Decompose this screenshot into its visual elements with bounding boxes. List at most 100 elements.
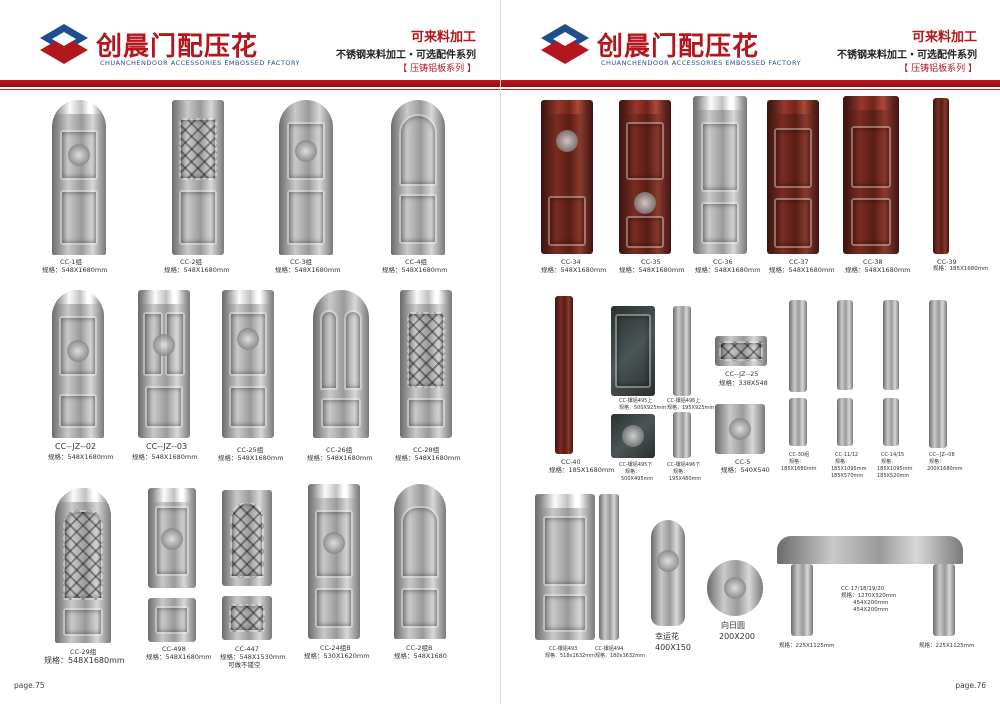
brand-name-en: CHUANCHENDOOR ACCESSORIES EMBOSSED FACTO… (601, 59, 802, 67)
door-image (693, 96, 747, 254)
product-code: CC-25组 (237, 446, 264, 454)
pillar-image (837, 398, 853, 446)
frame-lintel-image (777, 536, 963, 564)
product-spec: 规格：548X1680mm (845, 266, 911, 274)
product-code: 向日圆 (721, 621, 745, 630)
product-code: CC-镶铝496上 (667, 398, 701, 404)
product-code: 幸运花 (655, 632, 679, 641)
product-spec: 规格：548X1530mm (220, 653, 286, 661)
product-code: CC-14/15 (881, 452, 905, 458)
door-panel-image (222, 596, 272, 640)
product-spec: 规格：548X1680mm (146, 653, 212, 661)
panel-image (673, 306, 691, 396)
panel-image (611, 414, 655, 458)
product-spec: 规格：548X1680mm (395, 454, 461, 462)
product-code: CC-26组 (326, 446, 353, 454)
product-code: CC-36 (713, 258, 733, 266)
product-spec: 规格：185X1680mm (549, 466, 615, 474)
header-right: 创晨门配压花 CHUANCHENDOOR ACCESSORIES EMBOSSE… (501, 0, 1000, 96)
ornament-image (651, 520, 685, 626)
product-spec: 规格：548X1680mm (44, 656, 125, 665)
panel-image (715, 336, 767, 366)
product-code: CC-40 (561, 458, 581, 466)
product-code: CC-30组 (789, 452, 810, 458)
product-spec: 规格： (881, 459, 897, 465)
pillar-image (789, 300, 807, 392)
product-spec: 规格：548X1680mm (275, 266, 341, 274)
pillar-image (555, 296, 573, 454)
tagline-3: 【 压铸铝板系列 】 (398, 64, 476, 74)
door-image (55, 488, 111, 643)
product-spec: 200X200 (719, 632, 756, 641)
product-dims: 185X1095mm (877, 466, 913, 472)
product-code: CC-11/12 (835, 452, 859, 458)
product-code: CC-447 (235, 645, 259, 653)
product-code: CC-4组 (405, 258, 428, 266)
product-code: CC-34 (561, 258, 581, 266)
product-spec: 规格：338X548 (719, 379, 768, 387)
brand-logo-icon (40, 24, 88, 64)
product-code: CC-39 (937, 258, 957, 266)
pillar-image (883, 300, 899, 390)
product-code: CC-28组 (413, 446, 440, 454)
product-spec: 规格：548X1680mm (48, 453, 114, 461)
product-spec: 195X480mm (669, 476, 702, 482)
page-number: page.76 (955, 681, 986, 690)
product-spec: 规格：548X1680mm (695, 266, 761, 274)
product-dims: 185X520mm (877, 473, 910, 479)
header-rule (0, 80, 500, 87)
product-spec: 规格：548X1680mm (769, 266, 835, 274)
header-left: 创晨门配压花 CHUANCHENDOOR ACCESSORIES EMBOSSE… (0, 0, 500, 96)
pillar-image (929, 300, 947, 448)
product-spec: 400X150 (655, 643, 692, 652)
product-note: 可做不镂空 (228, 661, 261, 669)
product-dims: 200X1680mm (927, 466, 963, 472)
product-code: CC-35 (641, 258, 661, 266)
product-spec: 规格：540X540 (721, 466, 770, 474)
product-code: CC-29组 (70, 648, 97, 656)
panel-image (611, 306, 655, 396)
pillar-image (599, 494, 619, 640)
door-image (172, 100, 224, 255)
product-spec: 规格：548X1680mm (307, 454, 373, 462)
door-panel-image (148, 598, 196, 642)
product-spec: 规格：185X1680mm (933, 266, 989, 272)
panel-image (673, 412, 691, 458)
product-spec: 规格：548X1680mm (132, 453, 198, 461)
product-code: CC-498 (162, 645, 186, 653)
product-spec: 规格：548X1680mm (218, 454, 284, 462)
pillar-image (789, 398, 807, 446)
product-spec: 规格：548X1680mm (541, 266, 607, 274)
product-code: CC-镶铝493 (549, 646, 578, 652)
product-spec: 规格：518x1632mm (545, 653, 595, 659)
product-code: CC-2组 (180, 258, 203, 266)
product-spec: 规格：225X1125mm (779, 643, 835, 649)
tagline-2: 不锈钢来料加工・可选配件系列 (837, 50, 977, 61)
product-dims: 454X200mm (853, 607, 889, 613)
header-rule-thin (501, 89, 1000, 90)
brand-logo-icon (541, 24, 589, 64)
door-image (391, 100, 445, 255)
product-code: CC-37 (789, 258, 809, 266)
product-spec: 规格：548X1680mm (382, 266, 448, 274)
product-dims: 185X1095mm (831, 466, 867, 472)
product-code: CC--JZ--03 (146, 442, 188, 451)
pillar-image (837, 300, 853, 390)
brand-name: 创晨门配压花 (96, 32, 259, 62)
door-image (52, 100, 106, 255)
product-spec: 规格：548X1680mm (164, 266, 230, 274)
product-spec: 规格： (673, 469, 689, 475)
tagline-2: 不锈钢来料加工・可选配件系列 (336, 50, 476, 61)
product-code: CC-镶铝495下 (619, 462, 653, 468)
frame-post-image (791, 564, 813, 636)
pillar-image (883, 398, 899, 446)
door-image (308, 484, 360, 639)
product-spec: 规格：195X925mm (667, 405, 715, 411)
door-image (52, 290, 104, 438)
brand-name-en: CHUANCHENDOOR ACCESSORIES EMBOSSED FACTO… (100, 59, 301, 67)
door-image (279, 100, 333, 255)
product-spec: 规格：180x1632mm (595, 653, 645, 659)
product-spec: 规格： (929, 459, 945, 465)
product-spec: 规格：500X925mm (619, 405, 667, 411)
door-image (843, 96, 899, 254)
